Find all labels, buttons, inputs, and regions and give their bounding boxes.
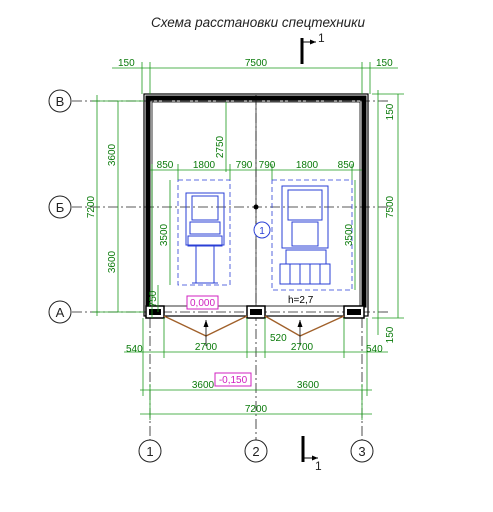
- dim-bottom-540-left: 540: [126, 344, 143, 355]
- dim-top-left: 150: [118, 58, 135, 69]
- dim-top-overall: 7500: [245, 58, 268, 69]
- vehicle-right: [271, 179, 353, 291]
- svg-text:0,000: 0,000: [190, 298, 215, 309]
- svg-text:3: 3: [358, 444, 365, 459]
- dim-right-top: 150: [385, 103, 396, 120]
- floor-level-mark: 0,000: [186, 295, 219, 310]
- dim-right-overall: 7500: [385, 195, 396, 218]
- dim-inner-row-0: 850: [157, 160, 174, 171]
- section-mark-bottom: 1: [301, 436, 322, 473]
- svg-text:1: 1: [146, 444, 153, 459]
- dim-vehicle-len-right: 3500: [344, 223, 355, 246]
- dim-inner-2750: 2750: [215, 135, 226, 158]
- dim-left-overall: 7200: [86, 195, 97, 218]
- dim-bay-right: 3600: [297, 380, 320, 391]
- dim-top-right: 150: [376, 58, 393, 69]
- dim-vert-750: 750: [148, 290, 159, 307]
- dimension-labels: 150 7500 150 3600 3600 7200 7500 150 150…: [86, 58, 396, 415]
- axis-bubble-col-3: 3: [350, 439, 374, 463]
- vehicle-left: [177, 179, 231, 286]
- dim-inner-row-3: 790: [259, 160, 276, 171]
- section-mark-top-label: 1: [318, 31, 325, 45]
- svg-text:В: В: [56, 94, 65, 109]
- axis-bubble-row-a: А: [48, 300, 72, 324]
- dim-bottom-overall: 7200: [245, 404, 268, 415]
- dim-left-upper: 3600: [107, 143, 118, 166]
- room-height-note: h=2,7: [288, 295, 314, 306]
- axis-bubble-row-v: В: [48, 89, 72, 113]
- svg-text:Б: Б: [56, 200, 65, 215]
- section-mark-bottom-label: 1: [315, 459, 322, 473]
- dim-door-left: 2700: [195, 342, 218, 353]
- dim-door-right: 2700: [291, 342, 314, 353]
- svg-text:1: 1: [259, 226, 265, 237]
- dim-inner-row-1: 1800: [193, 160, 216, 171]
- axis-lines: [72, 95, 390, 440]
- room-number-mark: 1: [253, 221, 271, 239]
- axis-bubble-col-1: 1: [138, 439, 162, 463]
- dim-bottom-540-right: 540: [366, 344, 383, 355]
- svg-text:-0,150: -0,150: [219, 375, 248, 386]
- dim-inner-row-4: 1800: [296, 160, 319, 171]
- svg-text:А: А: [56, 305, 65, 320]
- dim-inner-row-5: 850: [338, 160, 355, 171]
- dim-right-bottom: 150: [385, 326, 396, 343]
- section-mark-top: 1: [300, 31, 325, 64]
- axis-bubble-row-b: Б: [48, 195, 72, 219]
- dim-left-lower: 3600: [107, 250, 118, 273]
- axis-bubble-col-2: 2: [244, 439, 268, 463]
- svg-text:2: 2: [252, 444, 259, 459]
- dim-inner-row-2: 790: [236, 160, 253, 171]
- dimension-lines: [92, 62, 404, 420]
- building-walls: [143, 93, 369, 319]
- dim-bay-left: 3600: [192, 380, 215, 391]
- outside-level-mark: -0,150: [214, 372, 252, 387]
- dim-pier: 520: [270, 333, 287, 344]
- gate-swings: [163, 315, 345, 346]
- dim-vehicle-len-left: 3500: [159, 223, 170, 246]
- drawing-title: Схема расстановки спецтехники: [151, 15, 366, 30]
